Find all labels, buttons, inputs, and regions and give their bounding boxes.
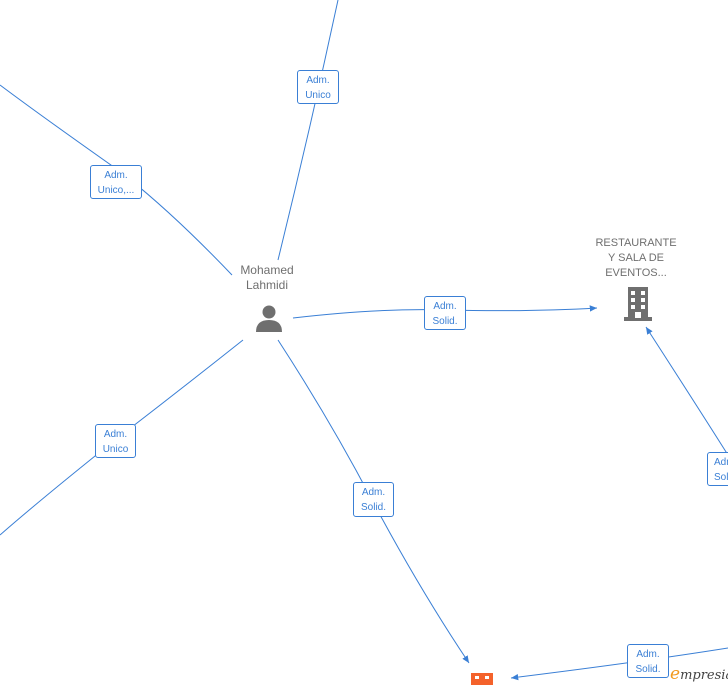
edge-label-lower-left-line1: Adm. [103,429,128,440]
edge-label-right[interactable]: Adm. Soli [707,452,728,486]
edge-top [277,0,339,261]
edge-label-bottom-right[interactable]: Adm. Solid. [627,644,669,678]
highlighted-building-icon[interactable] [470,671,496,685]
person-name-line2: Lahmidi [245,278,289,292]
edge-label-top[interactable]: Adm. Unico [297,70,339,104]
edge-label-lower-left[interactable]: Adm. Unico [95,424,136,458]
watermark-e: e [670,664,681,684]
edge-right [645,326,728,456]
watermark-text: mpresia [680,668,728,683]
edge-label-bottom-right-line2: Solid. [635,664,661,675]
person-name-label: Mohamed Lahmidi [220,263,314,293]
edge-label-to-bottom-line1: Adm. [361,487,386,498]
edge-label-to-company-line1: Adm. [433,301,457,312]
edge-label-to-company-line2: Solid. [432,316,458,327]
company-name-line3: EVENTOS... [605,267,667,279]
person-name-line1: Mohamed [240,263,294,277]
edge-label-upper-left-line2: Unico,... [97,185,135,196]
edge-label-lower-left-line2: Unico [102,444,129,455]
company-name-line1: RESTAURANTE [595,237,677,249]
edge-label-top-line1: Adm. [306,75,330,86]
edge-label-to-bottom-line2: Solid. [360,502,386,513]
edge-label-upper-left[interactable]: Adm. Unico,... [90,165,142,199]
company-name-line2: Y SALA DE [607,252,665,264]
edge-label-right-line2: Soli [714,472,728,483]
edge-label-bottom-right-line1: Adm. [636,649,660,660]
person-icon[interactable] [254,303,284,333]
company-name-label: RESTAURANTE Y SALA DE EVENTOS... [586,236,686,281]
edge-label-to-company[interactable]: Adm. Solid. [424,296,466,330]
edge-label-to-bottom[interactable]: Adm. Solid. [353,482,394,517]
building-icon[interactable] [622,287,654,321]
empresia-watermark: empresia [670,664,728,684]
edge-label-right-line1: Adm. [714,457,728,468]
edge-label-top-line2: Unico [305,90,331,101]
edge-label-upper-left-line1: Adm. [104,170,128,181]
